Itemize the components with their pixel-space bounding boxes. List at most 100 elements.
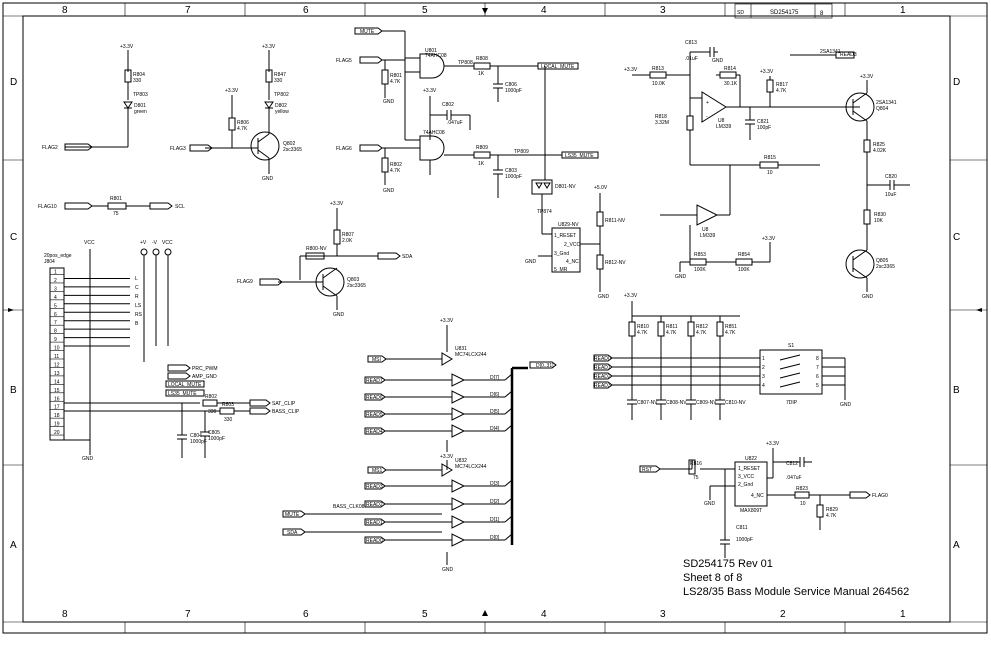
pullup-value: 4.7K: [696, 330, 707, 336]
svg-text:D801: D801: [134, 103, 146, 109]
flag6-label: FLAG6: [336, 146, 352, 152]
sheet-border: [2, 2, 988, 634]
buffer-output-label: D[3]: [490, 481, 500, 487]
svg-text:L: L: [135, 276, 138, 282]
svg-text:B: B: [135, 321, 139, 327]
connector-pin-number: 4: [54, 295, 57, 301]
pullup-ref: R811: [666, 324, 678, 330]
svg-text:GND: GND: [862, 294, 874, 300]
svg-text:R847: R847: [274, 72, 286, 78]
dip-input-port: [593, 363, 613, 371]
svg-text:C812: C812: [786, 461, 798, 467]
svg-text:LM339: LM339: [700, 233, 716, 239]
pullup-resistor: [716, 321, 724, 337]
svg-text:C821: C821: [757, 119, 769, 125]
title-line-3: LS28/35 Bass Module Service Manual 26456…: [683, 586, 910, 598]
buffer-output-label: D[7]: [490, 375, 500, 381]
svg-text:330: 330: [274, 78, 283, 84]
zone-col-1-bottom: 1: [900, 609, 906, 620]
svg-text:R807: R807: [342, 232, 354, 238]
pullup-value: 4.7K: [666, 330, 677, 336]
zone-col-3-top: 3: [660, 5, 666, 16]
svg-text:1000pF: 1000pF: [505, 88, 522, 94]
svg-text:green: green: [134, 109, 147, 115]
connector-pin-number: 13: [54, 371, 60, 377]
svg-text:+3.3V: +3.3V: [120, 44, 134, 50]
dip-input-label: READ2: [594, 374, 611, 380]
zone-col-2-bottom: 2: [780, 609, 786, 620]
read3-opamp-label: READ3: [840, 52, 857, 58]
svg-text:R811-NV: R811-NV: [605, 218, 626, 224]
svg-text:C811: C811: [736, 525, 748, 531]
dip-switch-contact: [779, 354, 801, 361]
zone-row-d-left: D: [10, 77, 17, 88]
svg-text:U831: U831: [455, 346, 467, 352]
buffer-output-label: D[1]: [490, 517, 500, 523]
svg-text:4.7K: 4.7K: [237, 126, 248, 132]
svg-text:U832: U832: [455, 458, 467, 464]
dip-pin-right: 6: [816, 374, 819, 380]
rev-letter: 8: [820, 11, 824, 17]
svg-text:1000pF: 1000pF: [505, 174, 522, 180]
zone-col-4-top: 4: [541, 5, 547, 16]
buffer-gate: [451, 515, 466, 529]
svg-text:+3.3V: +3.3V: [760, 69, 774, 75]
svg-text:R816: R816: [690, 461, 702, 467]
svg-text:1000pF: 1000pF: [208, 436, 225, 442]
svg-text:BASS_CLIP: BASS_CLIP: [272, 409, 300, 415]
svg-text:TP809: TP809: [514, 149, 529, 155]
svg-text:-V: -V: [152, 240, 158, 246]
svg-text:C805: C805: [208, 430, 220, 436]
svg-text:+3.3V: +3.3V: [440, 454, 454, 460]
mute-label: MUTE: [360, 29, 375, 35]
svg-text:3_VCC: 3_VCC: [738, 474, 755, 480]
svg-text:R800-NV: R800-NV: [306, 246, 327, 252]
dip-switch-contact: [779, 363, 801, 370]
pullup-ref: R851: [725, 324, 737, 330]
svg-text:GND: GND: [262, 176, 274, 182]
zone-col-7-bottom: 7: [185, 609, 191, 620]
svg-text:4.02K: 4.02K: [873, 148, 887, 154]
zone-row-b-left: B: [10, 385, 17, 396]
svg-text:MAX809T: MAX809T: [740, 508, 762, 514]
connector-pin-number: 3: [54, 286, 57, 292]
svg-text:R806: R806: [237, 120, 249, 126]
zone-row-c-right: C: [953, 232, 960, 243]
svg-text:2.0K: 2.0K: [342, 238, 353, 244]
svg-text:100K: 100K: [694, 267, 706, 273]
svg-text:10.0K: 10.0K: [652, 81, 666, 87]
zone-col-8-top: 8: [62, 5, 68, 16]
svg-text:C804: C804: [190, 433, 202, 439]
svg-text:C820: C820: [885, 174, 897, 180]
sda-label: SDA: [402, 254, 413, 260]
svg-text:Q803: Q803: [347, 277, 359, 283]
flag2-label: FLAG2: [42, 145, 58, 151]
svg-text:GND: GND: [712, 58, 724, 64]
svg-text:GND: GND: [598, 294, 610, 300]
connector-pin-number: 1: [54, 270, 57, 276]
data-bus: D[0..31]: [510, 361, 557, 545]
svg-text:VCC: VCC: [84, 240, 95, 246]
sheet-code: SD: [737, 10, 744, 16]
svg-text:MC74LCX244: MC74LCX244: [455, 464, 487, 470]
zone-col-8-bottom: 8: [62, 609, 68, 620]
buffer-input-port: [364, 482, 386, 490]
svg-text:PRC_PWM: PRC_PWM: [192, 366, 218, 372]
svg-text:R801: R801: [110, 196, 122, 202]
reset-ic-u829: D801-NV TP874 U829-NV 1_RESET 2_VCC 3_Gn…: [525, 66, 626, 300]
dip-pin-left: 4: [762, 383, 765, 389]
svg-text:R804: R804: [133, 72, 145, 78]
svg-text:C806: C806: [505, 82, 517, 88]
flag3-label: FLAG3: [170, 146, 186, 152]
svg-text:10uF: 10uF: [885, 192, 896, 198]
svg-text:.047uF: .047uF: [447, 120, 463, 126]
flag5-label: FLAG5: [336, 58, 352, 64]
pullup-value: 4.7K: [725, 330, 736, 336]
svg-text:+3.3V: +3.3V: [440, 318, 454, 324]
svg-text:+3.3V: +3.3V: [766, 441, 780, 447]
zone-row-a-left: A: [10, 540, 17, 551]
buffer-input-port: [364, 376, 386, 384]
ls35-mute-net: LS35_MUTE: [565, 153, 594, 159]
zone-ticks: [3, 3, 987, 633]
